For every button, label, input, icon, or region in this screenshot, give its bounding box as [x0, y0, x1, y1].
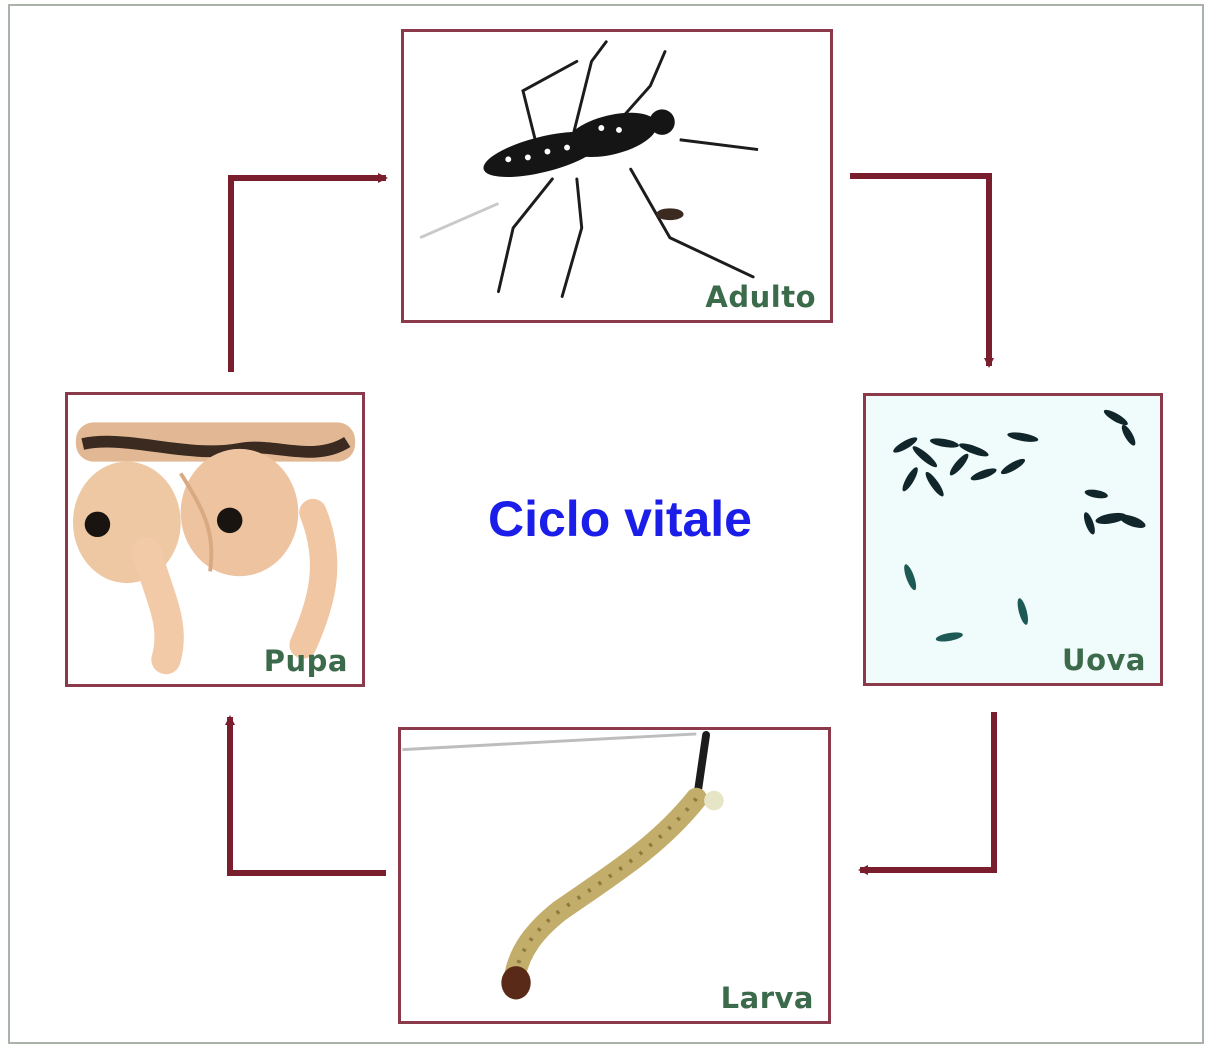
mosquito-pupa-image [72, 422, 356, 675]
stage-panel-larva: Larva [398, 727, 831, 1024]
mosquito-eggs-image [893, 409, 1146, 642]
stage-label-pupa: Pupa [263, 644, 348, 678]
stage-panel-uova: Uova [863, 393, 1163, 686]
diagram-title: Ciclo vitale [488, 491, 752, 547]
mosquito-adult-image [419, 40, 759, 298]
stage-label-uova: Uova [1062, 643, 1146, 677]
stage-label-adulto: Adulto [705, 280, 816, 314]
stage-panel-pupa: Pupa [65, 392, 365, 687]
mosquito-larva-image [402, 730, 724, 1000]
stage-panel-adulto: Adulto [401, 29, 833, 323]
stage-label-larva: Larva [720, 981, 814, 1015]
